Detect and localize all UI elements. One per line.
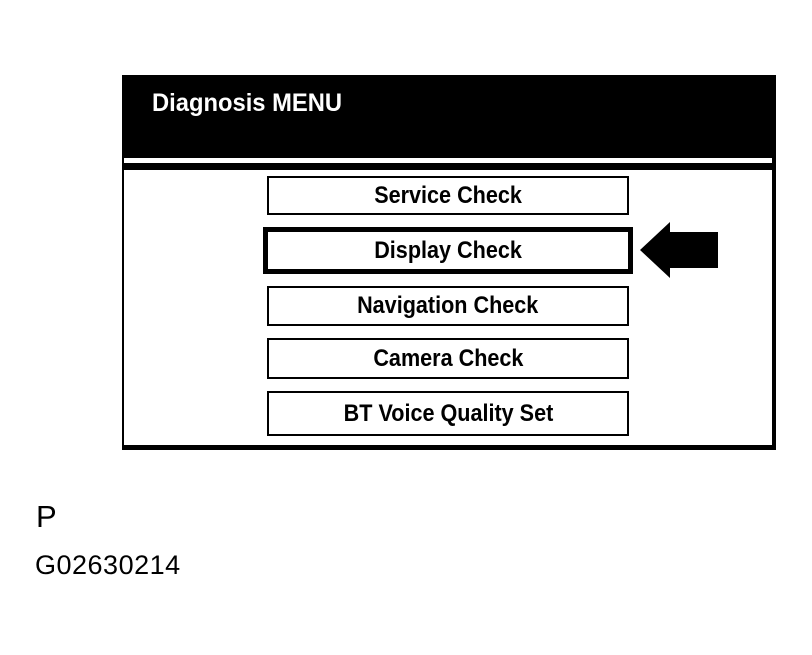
menu-button-display-check[interactable]: Display Check xyxy=(263,227,633,274)
menu-button-label: Navigation Check xyxy=(357,292,539,319)
left-arrow-icon xyxy=(640,222,718,278)
menu-button-navigation-check[interactable]: Navigation Check xyxy=(267,286,629,326)
menu-button-list: Service Check Display Check Navigation C… xyxy=(124,170,772,450)
figure-letter: P xyxy=(36,499,57,534)
header-divider-white xyxy=(124,158,772,163)
screen-title: Diagnosis MENU xyxy=(152,89,343,117)
diagnosis-menu-screen: Diagnosis MENU Service Check Display Che… xyxy=(122,75,776,450)
menu-button-label: BT Voice Quality Set xyxy=(343,399,553,427)
menu-button-bt-voice-quality-set[interactable]: BT Voice Quality Set xyxy=(267,391,629,436)
figure-code: G02630214 xyxy=(35,550,181,580)
title-bar: Diagnosis MENU xyxy=(124,75,772,158)
menu-button-label: Display Check xyxy=(374,236,522,264)
header-divider-black xyxy=(124,163,772,170)
menu-button-service-check[interactable]: Service Check xyxy=(267,176,629,215)
menu-button-camera-check[interactable]: Camera Check xyxy=(267,338,629,379)
menu-button-label: Service Check xyxy=(374,181,522,209)
menu-button-label: Camera Check xyxy=(372,344,524,372)
